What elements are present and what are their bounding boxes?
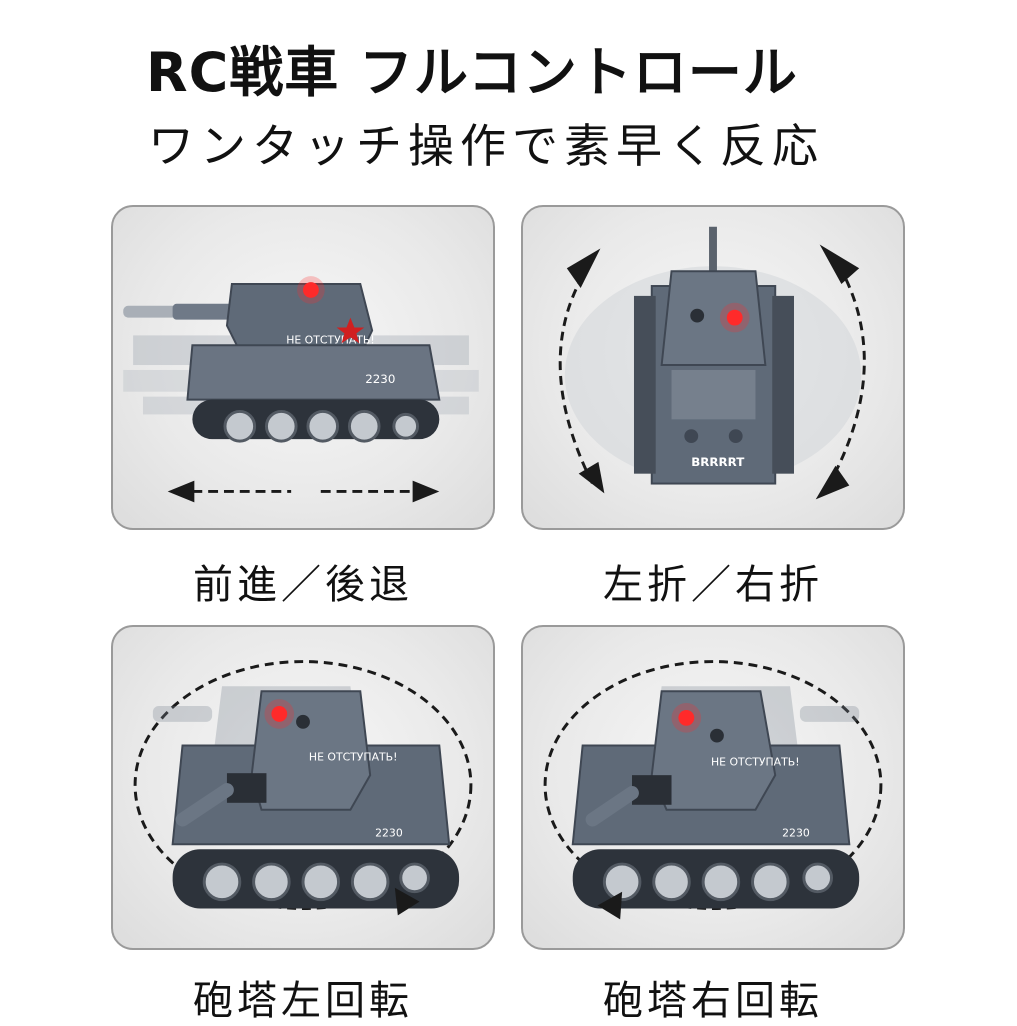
panel-forward-backward: НЕ ОТСТУПАТЬ! 2230 bbox=[111, 205, 495, 530]
tank-marking-text: НЕ ОТСТУПАТЬ! bbox=[309, 750, 398, 763]
rotate-arrow-icon bbox=[566, 248, 601, 288]
rotate-arrow-icon bbox=[819, 244, 860, 285]
arrow-left-icon bbox=[167, 480, 195, 503]
tank-marking-text: НЕ ОТСТУПАТЬ! bbox=[711, 755, 800, 768]
tank-number-text: 2230 bbox=[365, 372, 395, 386]
tank-number-text: 2230 bbox=[375, 826, 403, 839]
tank-turret-right-illustration: 2230 НЕ ОТСТУПАТЬ! bbox=[543, 660, 883, 920]
tank-number-text: 2230 bbox=[782, 826, 810, 839]
caption-forward-backward: 前進／後退 bbox=[193, 562, 413, 608]
rotate-arrow-icon bbox=[578, 461, 605, 494]
tank-side-view-illustration: НЕ ОТСТУПАТЬ! 2230 bbox=[123, 276, 479, 503]
caption-turret-rotate-left: 砲塔左回転 bbox=[193, 978, 413, 1024]
tank-turret-left-illustration: 2230 НЕ ОТСТУПАТЬ! bbox=[133, 660, 473, 916]
panel-turret-rotate-right: 2230 НЕ ОТСТУПАТЬ! bbox=[521, 625, 905, 950]
arrow-right-icon bbox=[412, 480, 440, 503]
tank-marking-text: BRRRRT bbox=[691, 455, 745, 469]
rotate-arrow-icon bbox=[815, 465, 850, 500]
panel-turret-rotate-left: 2230 НЕ ОТСТУПАТЬ! bbox=[111, 625, 495, 950]
tank-top-view-illustration: BRRRRT bbox=[558, 226, 866, 500]
rotate-arrow-icon bbox=[597, 891, 623, 920]
caption-turret-rotate-right: 砲塔右回転 bbox=[603, 978, 823, 1024]
page-subtitle: ワンタッチ操作で素早く反応 bbox=[148, 119, 824, 173]
rotate-arrow-icon bbox=[394, 887, 420, 916]
panel-turn-left-right: BRRRRT bbox=[521, 205, 905, 530]
page-title: RC戦車 フルコントロール bbox=[146, 41, 798, 104]
caption-turn-left-right: 左折／右折 bbox=[603, 562, 823, 608]
